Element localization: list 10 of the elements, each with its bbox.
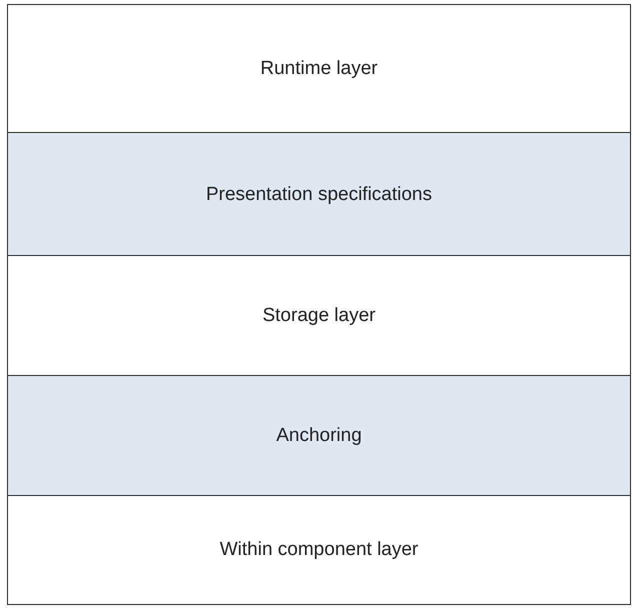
layer-label: Presentation specifications bbox=[206, 184, 432, 206]
layer-label: Storage layer bbox=[262, 305, 376, 327]
layer-band bbox=[7, 495, 631, 605]
layer-band bbox=[7, 132, 631, 257]
layer-band bbox=[7, 255, 631, 377]
layer-label: Runtime layer bbox=[260, 58, 378, 80]
layer-label: Within component layer bbox=[220, 539, 418, 561]
layer-label: Anchoring bbox=[276, 425, 362, 447]
layer-band bbox=[7, 4, 631, 134]
layer-band bbox=[7, 375, 631, 497]
